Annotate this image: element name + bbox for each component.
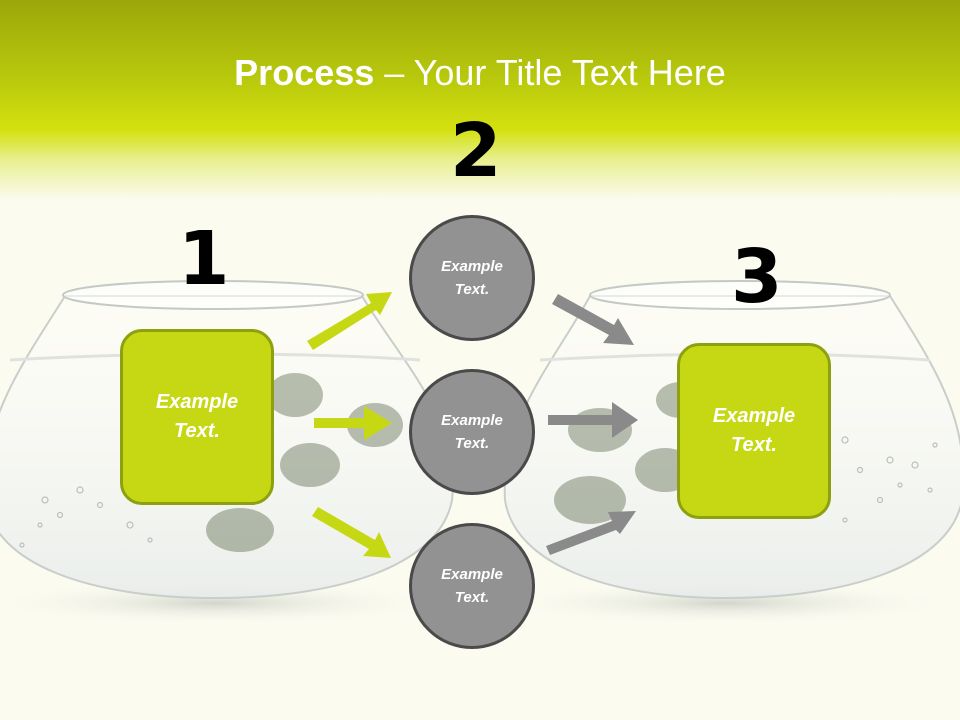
step-number-1: 1 — [178, 216, 230, 302]
step-2-circle-top: Example Text. — [409, 215, 535, 341]
arrow-gray-right — [548, 402, 638, 438]
step-3-box-text: Example Text. — [712, 405, 796, 456]
arrow-gray-up-right — [546, 511, 636, 555]
circle-top-text: Example Text. — [441, 258, 503, 298]
circle-middle-text: Example Text. — [441, 412, 503, 452]
step-1-box-text: Example Text. — [155, 391, 239, 442]
title-rest: – Your Title Text Here — [374, 52, 726, 93]
title-bold: Process — [234, 52, 375, 93]
bowl-shadow-right — [495, 581, 955, 625]
arrows-green — [307, 292, 392, 558]
arrow-down-right — [312, 507, 391, 558]
step-2-circle-bottom: Example Text. — [409, 523, 535, 649]
slide-title: Process – Your Title Text Here — [0, 52, 960, 94]
step-1-box: Example Text. — [120, 329, 274, 505]
arrow-up-right — [307, 292, 392, 350]
step-number-3: 3 — [731, 234, 783, 320]
step-2-circle-middle: Example Text. — [409, 369, 535, 495]
step-3-box: Example Text. — [677, 343, 831, 519]
arrow-right — [314, 406, 392, 440]
arrow-gray-down-right — [552, 294, 634, 345]
circle-bottom-text: Example Text. — [441, 566, 503, 606]
bowl-shadow-left — [0, 581, 445, 625]
header-band — [0, 0, 960, 200]
arrows-gray — [546, 294, 638, 555]
step-number-2: 2 — [450, 108, 502, 194]
